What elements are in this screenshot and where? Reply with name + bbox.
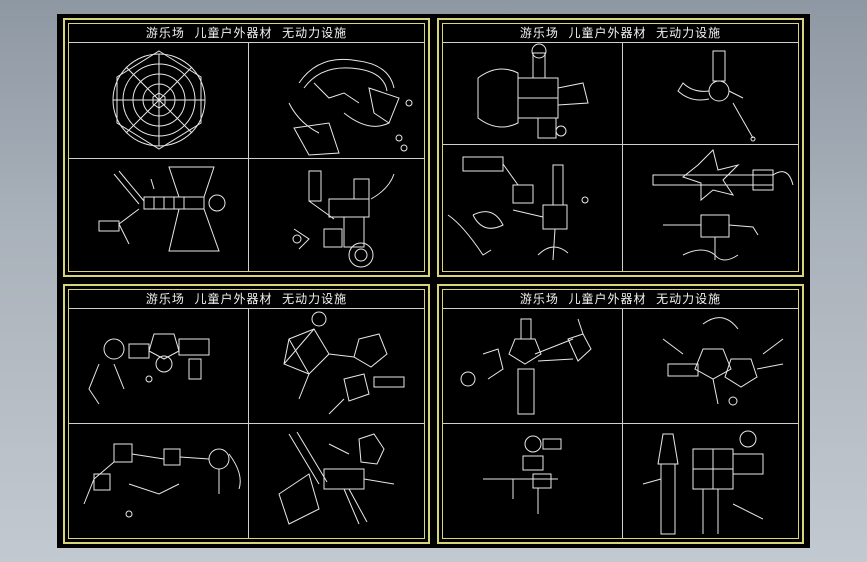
small-tower-with-slide-drawing — [483, 435, 562, 514]
drawing-cell — [623, 43, 804, 144]
panel-inner-frame: 游乐场 儿童户外器材 无动力设施 — [68, 23, 425, 272]
grid-divider-vertical — [248, 43, 249, 271]
drawing-cell — [249, 159, 430, 274]
grid-divider-horizontal — [443, 144, 798, 145]
radial-climbing-dome-drawing — [112, 50, 206, 150]
star-tower-playset-drawing — [652, 149, 794, 261]
drawing-cell — [623, 309, 804, 423]
cad-sheet: 游乐场 儿童户外器材 无动力设施 — [57, 14, 810, 548]
net-bridge-playset-drawing — [460, 318, 592, 415]
drawing-cell — [623, 424, 804, 541]
panel-top-right: 游乐场 儿童户外器材 无动力设施 — [437, 18, 804, 277]
tube-slide-drawing — [677, 50, 756, 142]
panel-bottom-left: 游乐场 儿童户外器材 无动力设施 — [63, 284, 430, 544]
grid-divider-horizontal — [443, 423, 798, 424]
drawing-cell — [443, 145, 622, 273]
panel-title: 游乐场 儿童户外器材 无动力设施 — [69, 290, 424, 309]
hex-tower-cluster-drawing — [88, 333, 210, 405]
panel-bottom-right: 游乐场 儿童户外器材 无动力设施 — [437, 284, 804, 544]
drawing-cell — [443, 309, 622, 423]
triangle-deck-playset-drawing — [283, 311, 405, 415]
dome-combo-structure-drawing — [477, 43, 589, 139]
drawing-cell — [249, 43, 430, 158]
panel-inner-frame: 游乐场 儿童户外器材 无动力设施 — [442, 23, 799, 272]
drawing-cell — [69, 159, 248, 274]
grid-divider-horizontal — [69, 158, 424, 159]
drawing-cell — [623, 145, 804, 273]
sprawling-playset-drawing — [83, 443, 241, 518]
panel-inner-frame: 游乐场 儿童户外器材 无动力设施 — [68, 289, 425, 539]
drawing-cell — [249, 424, 430, 541]
tall-tower-playset-drawing — [642, 430, 764, 535]
panel-title: 游乐场 儿童户外器材 无动力设施 — [443, 290, 798, 309]
hex-deck-with-slide-drawing — [278, 431, 395, 525]
drawing-cell — [69, 424, 248, 541]
grid-divider-horizontal — [69, 423, 424, 424]
tower-with-twin-slides-drawing — [98, 166, 226, 252]
panel-inner-frame: 游乐场 儿童户外器材 无动力设施 — [442, 289, 799, 539]
modular-play-tower-drawing — [292, 170, 395, 268]
panel-title: 游乐场 儿童户外器材 无动力设施 — [443, 24, 798, 43]
multi-tower-playset-drawing — [447, 156, 589, 261]
pentagon-tower-playset-drawing — [662, 317, 784, 406]
drawing-cell — [69, 309, 248, 423]
grid-divider-vertical — [622, 43, 623, 271]
panel-title: 游乐场 儿童户外器材 无动力设施 — [69, 24, 424, 43]
drawing-cell — [69, 43, 248, 158]
drawing-cell — [443, 43, 622, 144]
ring-slide-structure-drawing — [288, 58, 413, 156]
panel-top-left: 游乐场 儿童户外器材 无动力设施 — [63, 18, 430, 277]
drawing-cell — [443, 424, 622, 541]
drawing-cell — [249, 309, 430, 423]
